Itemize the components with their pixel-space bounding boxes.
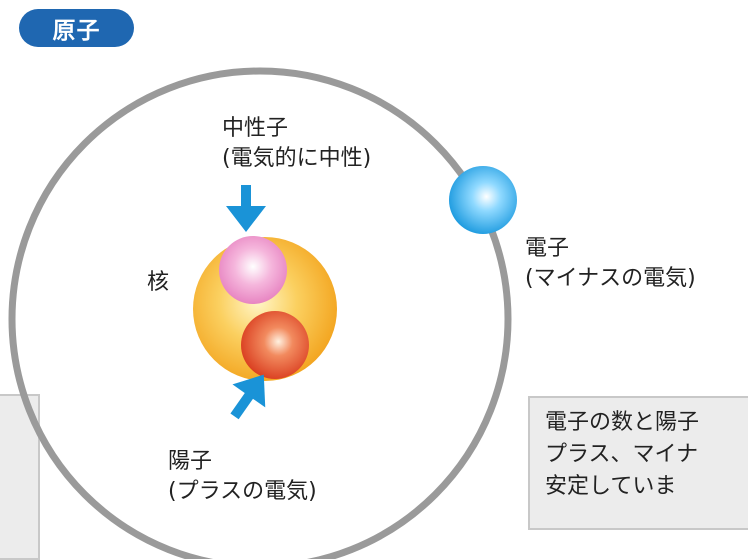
electron-label: 電子 (マイナスの電気) bbox=[525, 236, 696, 291]
neutron-arrow-icon bbox=[226, 185, 266, 232]
nucleus-label: 核 bbox=[147, 270, 170, 295]
electron bbox=[449, 166, 517, 234]
proton-arrow-icon bbox=[230, 374, 266, 420]
page-title: 原子 bbox=[19, 9, 134, 47]
proton-label: 陽子 (プラスの電気) bbox=[168, 449, 317, 504]
note-box bbox=[528, 396, 748, 530]
neutron bbox=[219, 236, 287, 304]
proton bbox=[241, 311, 309, 379]
neutron-label: 中性子 (電気的に中性) bbox=[222, 116, 372, 171]
orbit bbox=[8, 67, 512, 559]
note-text: 電子の数と陽子 プラス、マイナ 安定していま bbox=[545, 410, 700, 499]
